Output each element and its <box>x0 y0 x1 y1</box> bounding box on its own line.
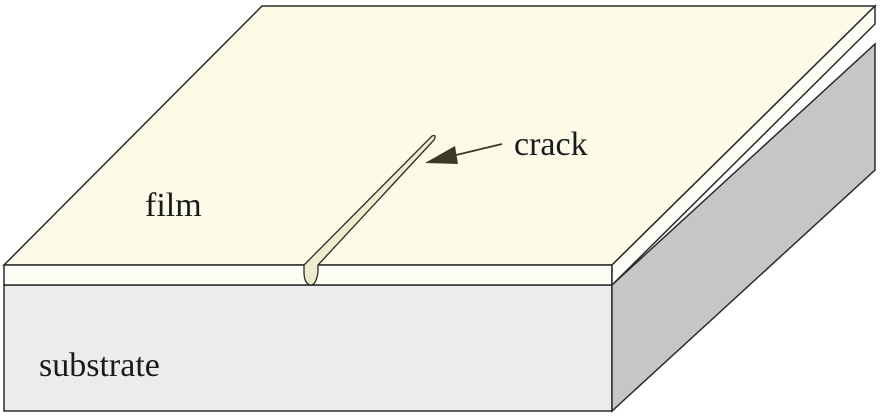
crack-label: crack <box>514 126 588 163</box>
film-side-edge <box>611 4 876 287</box>
substrate-side-face <box>611 42 876 413</box>
crack-arrow-shaft <box>451 143 503 157</box>
substrate-label: substrate <box>39 347 160 384</box>
film-label: film <box>145 187 202 224</box>
crack-channel <box>303 134 436 286</box>
crack-arrow-head <box>425 146 458 164</box>
